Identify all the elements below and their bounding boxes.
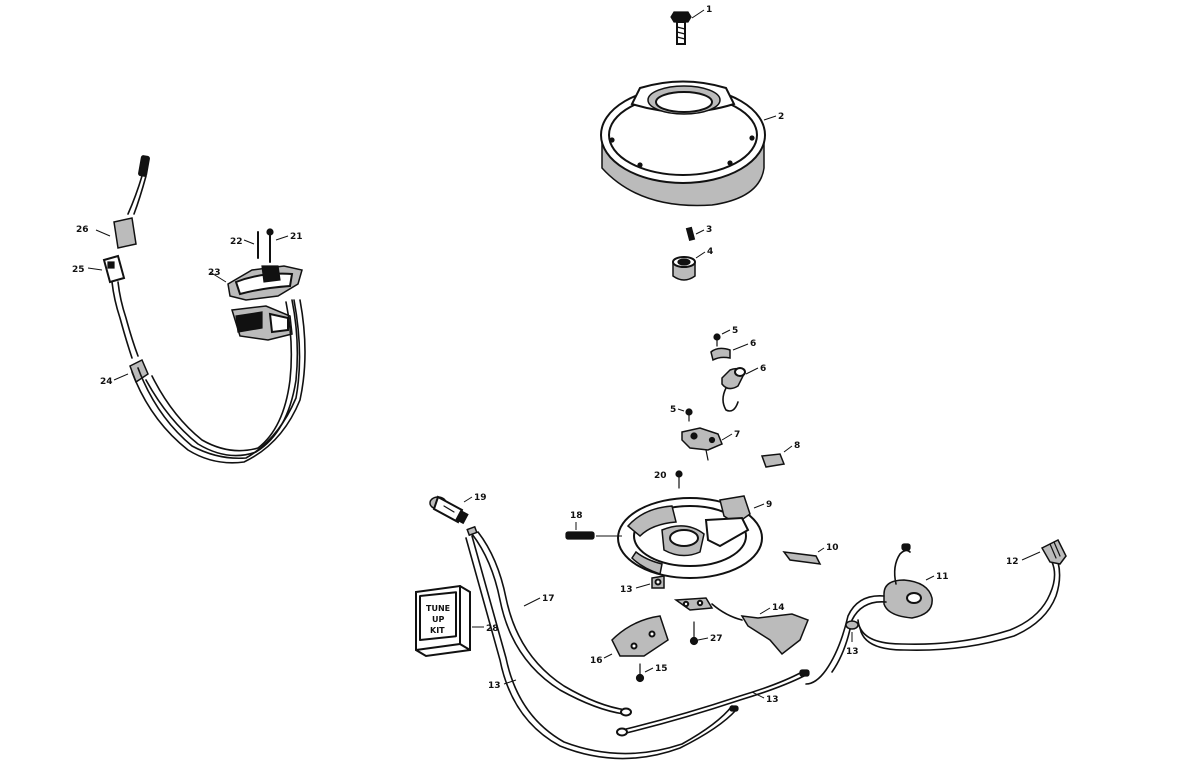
callout-1: 1 <box>706 5 712 15</box>
callout-14: 14 <box>772 603 785 613</box>
part-10-shim <box>782 547 825 565</box>
part-3-key <box>685 226 705 242</box>
part-14-ground-lead <box>673 597 809 656</box>
callout-13c: 13 <box>766 695 779 705</box>
part-8-felt <box>760 445 793 468</box>
part-1-bolt <box>670 9 705 45</box>
part-4-sleeve <box>672 251 706 281</box>
part-25-connector <box>87 254 126 284</box>
part-20-screw <box>675 470 683 489</box>
part-18-spring <box>565 522 622 540</box>
part-9-stator-plate <box>617 495 765 579</box>
part-19-switch <box>429 495 473 525</box>
callout-6b: 6 <box>760 364 766 374</box>
callout-24: 24 <box>100 377 113 387</box>
callout-27: 27 <box>710 634 723 644</box>
part-28-tune-up-kit <box>415 584 484 658</box>
kit-label-line3: KIT <box>430 626 445 635</box>
callout-8: 8 <box>794 441 800 451</box>
part-22-pin <box>243 231 259 259</box>
callout-10: 10 <box>826 543 839 553</box>
callout-7: 7 <box>734 430 740 440</box>
callout-5b: 5 <box>670 405 676 415</box>
part-21-screw <box>266 228 289 263</box>
part-7-breaker-points <box>681 427 733 461</box>
callout-5a: 5 <box>732 326 738 336</box>
part-5-screw-lower <box>677 408 693 422</box>
part-24-terminal <box>111 281 149 384</box>
callout-3: 3 <box>706 225 712 235</box>
part-17-lead-wire <box>471 531 632 717</box>
callout-28: 28 <box>486 624 499 634</box>
part-13-clip-plate <box>635 575 665 589</box>
callout-11: 11 <box>936 572 949 582</box>
part-23-trigger-assembly <box>209 265 303 341</box>
callout-20: 20 <box>654 471 667 481</box>
part-15-screw <box>635 663 654 683</box>
callout-16: 16 <box>590 656 603 666</box>
callout-13d: 13 <box>846 647 859 657</box>
callout-21: 21 <box>290 232 303 242</box>
callout-17: 17 <box>542 594 555 604</box>
callout-19: 19 <box>474 493 487 503</box>
part-12-spark-plug-lead <box>857 538 1067 652</box>
callout-22: 22 <box>230 237 243 247</box>
callout-13b: 13 <box>488 681 501 691</box>
callout-9: 9 <box>766 500 772 510</box>
part-2-flywheel <box>600 80 777 207</box>
callout-25: 25 <box>72 265 85 275</box>
part-6-clamp <box>710 343 749 362</box>
part-13-lead-wire-long <box>465 525 739 760</box>
callout-23: 23 <box>208 268 221 278</box>
callout-6a: 6 <box>750 339 756 349</box>
part-27-screw <box>689 621 709 646</box>
part-13-lead-wire-mid <box>616 669 810 737</box>
callout-18: 18 <box>570 511 583 521</box>
callout-26: 26 <box>76 225 89 235</box>
harness-wire-loop <box>131 299 306 464</box>
callout-2: 2 <box>778 112 784 122</box>
kit-label-line1: TUNE <box>426 604 450 613</box>
part-16-cover-plate <box>603 615 669 659</box>
callout-4: 4 <box>707 247 713 257</box>
kit-label-line2: UP <box>432 615 444 624</box>
part-5-screw-upper <box>713 329 731 347</box>
part-6-condenser <box>721 367 759 412</box>
callout-12: 12 <box>1006 557 1019 567</box>
callout-13a: 13 <box>620 585 633 595</box>
callout-15: 15 <box>655 664 668 674</box>
part-13-coil-wire <box>805 595 887 685</box>
part-26-connector <box>95 155 150 249</box>
part-11-ignition-coil <box>883 543 935 619</box>
